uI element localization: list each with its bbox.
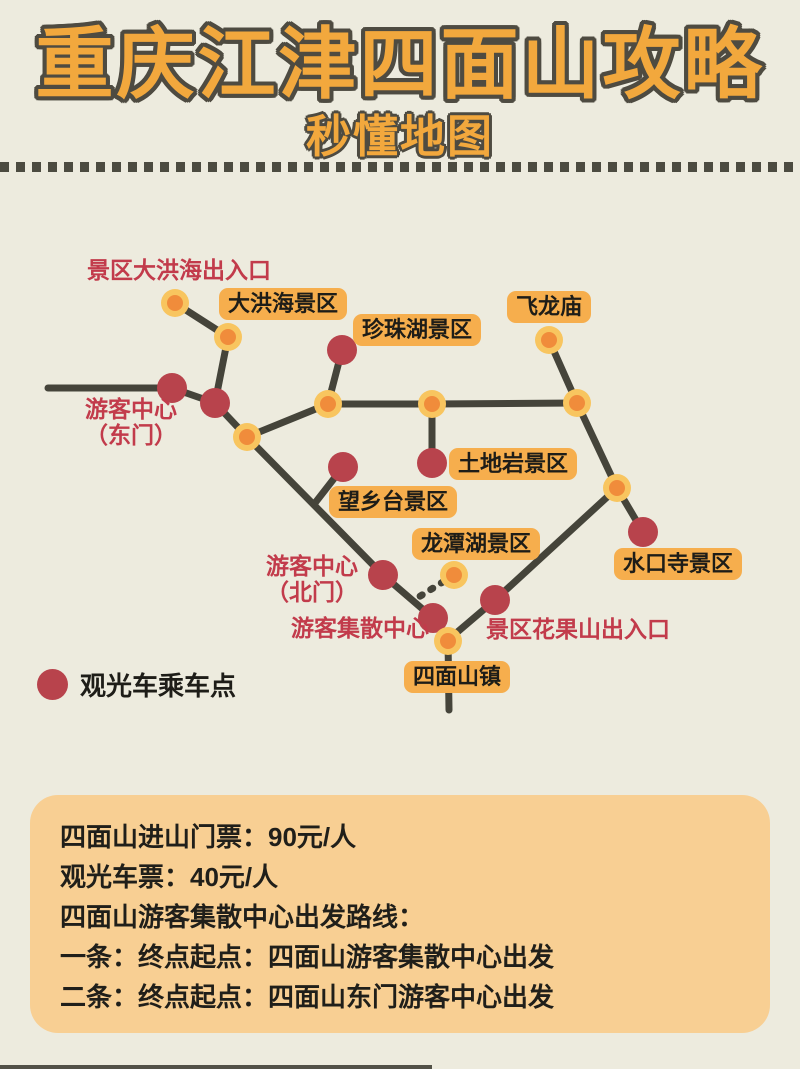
bus-stop-shuikousi (628, 517, 658, 547)
label-line: 游客中心 (85, 396, 177, 422)
info-line-route-2: 二条：终点起点：四面山东门游客中心出发 (60, 982, 555, 1012)
bus-stop-east-gate (200, 388, 230, 418)
page-title: 重庆江津四面山攻略 (35, 20, 765, 108)
label-line: 游客集散中心 (291, 615, 429, 641)
node-dahonghai-scenic (214, 323, 242, 351)
info-line-routes-title: 四面山游客集散中心出发路线： (60, 902, 425, 932)
bottom-edge-strip (0, 1065, 432, 1069)
bus-stop-east-gate-west (157, 373, 187, 403)
page-subtitle: 秒懂地图 (305, 111, 494, 162)
node-longtanhu (440, 561, 468, 589)
node-shuikousi-junction (603, 474, 631, 502)
label-visitor-center-north-gate: 游客中心 （北门） (266, 553, 358, 605)
badge-shuikousi-scenic: 水口寺景区 (614, 548, 743, 581)
node-tudiyan-junction (418, 390, 446, 418)
label-visitor-distribution-center: 游客集散中心 (291, 615, 429, 641)
bus-stop-nodes (157, 335, 658, 633)
node-dahonghai-entrance (161, 289, 189, 317)
info-line-bus-ticket: 观光车票：40元/人 (60, 862, 279, 892)
bus-stop-wangxiangtai (328, 452, 358, 482)
waypoint-nodes (161, 289, 631, 655)
legend-label: 观光车乘车点 (80, 671, 237, 701)
badge-zhenzhuhu-scenic: 珍珠湖景区 (353, 314, 482, 347)
label-line: 景区花果山出入口 (486, 616, 670, 642)
bus-stop-huaguoshan (480, 585, 510, 615)
label-line: 景区大洪海出入口 (87, 257, 271, 283)
node-feilongmiao (535, 326, 563, 354)
bus-stop-zhenzhuhu (327, 335, 357, 365)
bus-stop-north-gate (368, 560, 398, 590)
bus-stop-legend-icon (37, 669, 68, 700)
node-feilongmiao-junction (563, 389, 591, 417)
label-line: （北门） (266, 579, 358, 605)
road-huaguoshan (491, 484, 621, 604)
road-longtanhu-dotted (410, 571, 458, 604)
badge-feilongmiao: 飞龙庙 (507, 291, 592, 324)
info-line-entry-ticket: 四面山进山门票：90元/人 (60, 822, 357, 852)
node-zhenzhuhu-junction (314, 390, 342, 418)
node-east-junction (233, 423, 261, 451)
label-line: （东门） (85, 422, 177, 448)
dotted-divider (0, 162, 800, 172)
badge-simianshan-town: 四面山镇 (404, 661, 511, 694)
road-central-east (428, 399, 581, 408)
badge-tudiyan-scenic: 土地岩景区 (449, 448, 578, 481)
road-to-zhenzhuhu-junction (243, 400, 332, 441)
label-dahonghai-entrance: 景区大洪海出入口 (87, 257, 271, 283)
label-visitor-center-east-gate: 游客中心 （东门） (85, 396, 177, 448)
road-east (573, 399, 621, 492)
node-simianshan-town (434, 627, 462, 655)
bus-stop-distribution-center (418, 603, 448, 633)
info-line-route-1: 一条：终点起点：四面山游客集散中心出发 (60, 942, 555, 972)
label-huaguoshan-entrance: 景区花果山出入口 (486, 616, 670, 642)
ticket-info-box: 四面山进山门票：90元/人 观光车票：40元/人 四面山游客集散中心出发路线： … (30, 795, 770, 1033)
legend: 观光车乘车点 (37, 666, 236, 703)
label-line: 游客中心 (266, 553, 358, 579)
badge-dahonghai-scenic: 大洪海景区 (219, 288, 348, 321)
badge-wangxiangtai-scenic: 望乡台景区 (329, 486, 458, 519)
badge-longtanhu-scenic: 龙潭湖景区 (412, 528, 541, 561)
bus-stop-tudiyan (417, 448, 447, 478)
